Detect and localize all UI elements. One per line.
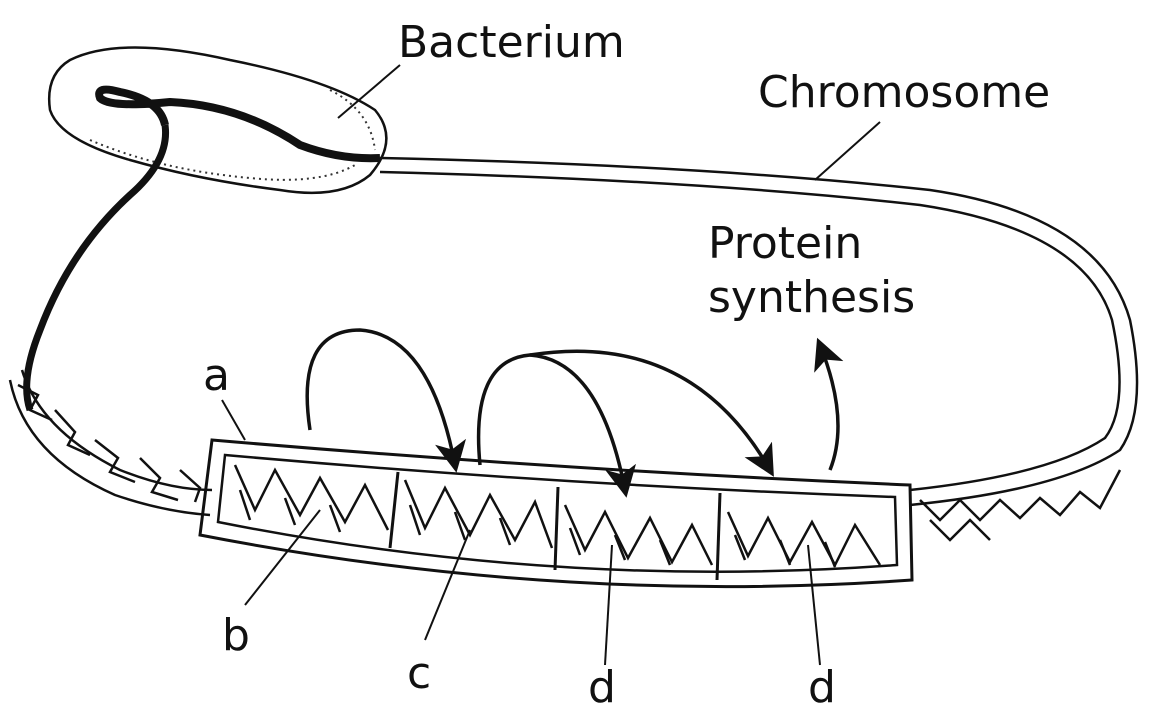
arrow-b-to-c xyxy=(307,330,455,465)
operon-box xyxy=(200,440,912,587)
label-b: b xyxy=(222,610,250,661)
helix-left xyxy=(18,385,200,502)
leader-d1 xyxy=(605,545,612,665)
leader-c xyxy=(425,530,470,640)
leader-d2 xyxy=(808,545,820,665)
leader-bacterium xyxy=(338,65,400,118)
label-chromosome: Chromosome xyxy=(758,67,1050,118)
gene-c-helix xyxy=(405,480,552,548)
helix-right xyxy=(920,470,1120,540)
label-d-second: d xyxy=(808,662,836,709)
arrow-protein-synthesis xyxy=(820,345,838,470)
label-bacterium: Bacterium xyxy=(398,17,625,68)
bacterium-cell xyxy=(49,48,386,193)
leader-chromosome xyxy=(815,122,880,180)
label-a: a xyxy=(203,350,230,401)
label-protein: Protein xyxy=(708,218,862,269)
leader-a xyxy=(222,400,245,440)
chromosome-strand xyxy=(10,90,1137,515)
label-d-first: d xyxy=(588,662,616,709)
leader-b xyxy=(245,510,320,605)
label-c: c xyxy=(407,648,431,699)
gene-d1-helix xyxy=(565,505,712,565)
label-synthesis: synthesis xyxy=(708,272,915,323)
gene-d2-helix xyxy=(728,512,880,567)
